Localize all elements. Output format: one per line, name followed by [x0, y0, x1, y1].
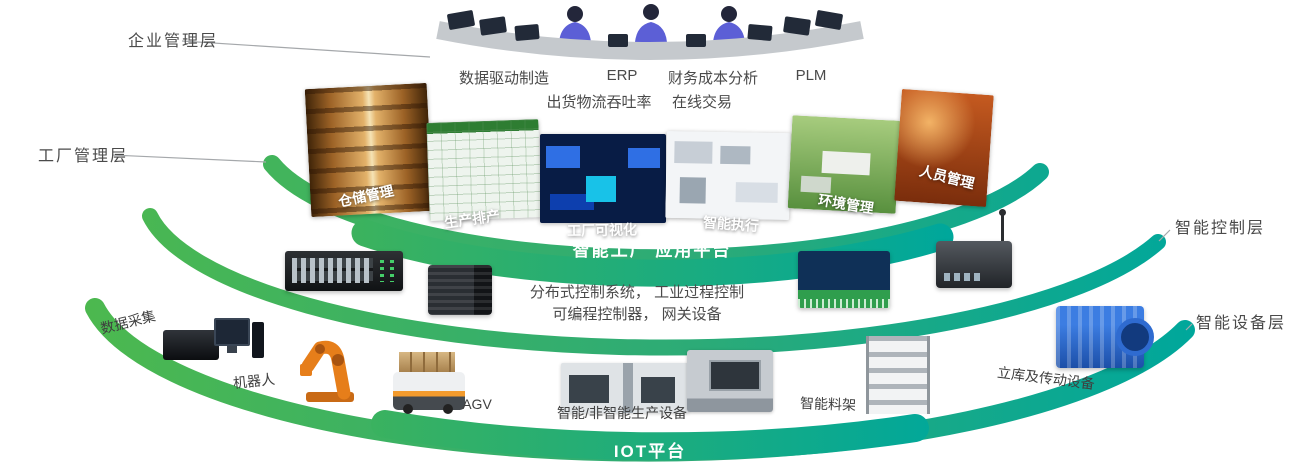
workers-photo — [894, 88, 994, 208]
switch-leds — [380, 260, 394, 282]
control-description-line1: 分布式控制系统， 工业过程控制 — [529, 284, 745, 301]
production-schedule-screenshot — [426, 119, 542, 221]
monitor-screen — [747, 24, 773, 41]
factory-function-label: 智能执行 — [702, 214, 760, 234]
monitor-screen — [608, 34, 628, 47]
iot-platform-band — [371, 410, 929, 461]
data-acquisition-box-image — [163, 330, 219, 360]
factory-layout-map — [665, 130, 791, 221]
control-layer-ring-arc — [142, 208, 1166, 356]
device-item-label: 智能/非智能生产设备 — [557, 405, 687, 421]
layer-label-control: 智能控制层 — [1175, 220, 1266, 237]
monitor-icon — [214, 318, 250, 353]
layer-label-device: 智能设备层 — [1196, 315, 1287, 332]
smart-rack-image — [866, 336, 930, 414]
enterprise-function-label: 在线交易 — [671, 94, 733, 111]
agv-robot-image — [393, 352, 465, 414]
monitor-screen — [447, 10, 475, 30]
agv-cargo — [399, 352, 455, 372]
production-equipment-image — [561, 363, 689, 413]
switch-ports — [292, 258, 373, 283]
enterprise-function-label: ERP — [606, 67, 638, 84]
gateway-device-image — [936, 209, 1012, 288]
monitor-screen — [514, 24, 540, 41]
enterprise-label-connector-line — [181, 40, 431, 58]
monitor-screen — [479, 16, 507, 36]
network-switch-image — [285, 251, 403, 291]
data-acquisition-pc-image — [214, 318, 264, 362]
app-platform-title: 智能工厂 应用平台 — [572, 241, 732, 260]
enterprise-function-label: 出货物流吞吐率 — [546, 94, 652, 111]
antenna-icon — [999, 209, 1006, 241]
device-item-label: 智能料架 — [799, 395, 857, 413]
industrial-pc-image — [428, 265, 492, 315]
layer-label-factory: 工厂管理层 — [38, 148, 129, 165]
factory-visualization-dashboard — [540, 134, 666, 223]
device-label-connector-line — [1185, 323, 1193, 331]
control-description-line2: 可编程控制器， 网关设备 — [552, 306, 722, 323]
enterprise-function-label: 数据驱动制造 — [458, 70, 550, 87]
control-room-scene — [436, 4, 864, 60]
plc-controller-image — [798, 251, 890, 308]
desk-monitors — [447, 10, 843, 47]
iot-platform-title: IOT平台 — [613, 442, 687, 461]
enterprise-function-label: PLM — [795, 67, 827, 84]
enterprise-function-label: 财务成本分析 — [667, 70, 759, 87]
control-label-connector-line — [1158, 229, 1171, 242]
factory-label-connector-line — [111, 154, 267, 163]
monitor-screen — [815, 10, 843, 30]
monitor-screen — [686, 34, 706, 47]
gearbox-drive-image — [1056, 306, 1154, 368]
monitor-screen — [783, 16, 811, 36]
device-item-label: AGV — [462, 396, 492, 412]
robot-arm-icon — [300, 340, 354, 402]
cnc-window — [709, 359, 761, 391]
layer-label-enterprise: 企业管理层 — [128, 33, 219, 50]
gateway-ports — [944, 273, 984, 281]
robot-arm-image — [288, 330, 372, 404]
control-desk — [436, 21, 864, 60]
cnc-machine-image — [687, 350, 773, 412]
agv-wheels — [403, 404, 413, 414]
pc-tower-icon — [252, 322, 264, 358]
gearbox-flange — [1116, 318, 1154, 356]
